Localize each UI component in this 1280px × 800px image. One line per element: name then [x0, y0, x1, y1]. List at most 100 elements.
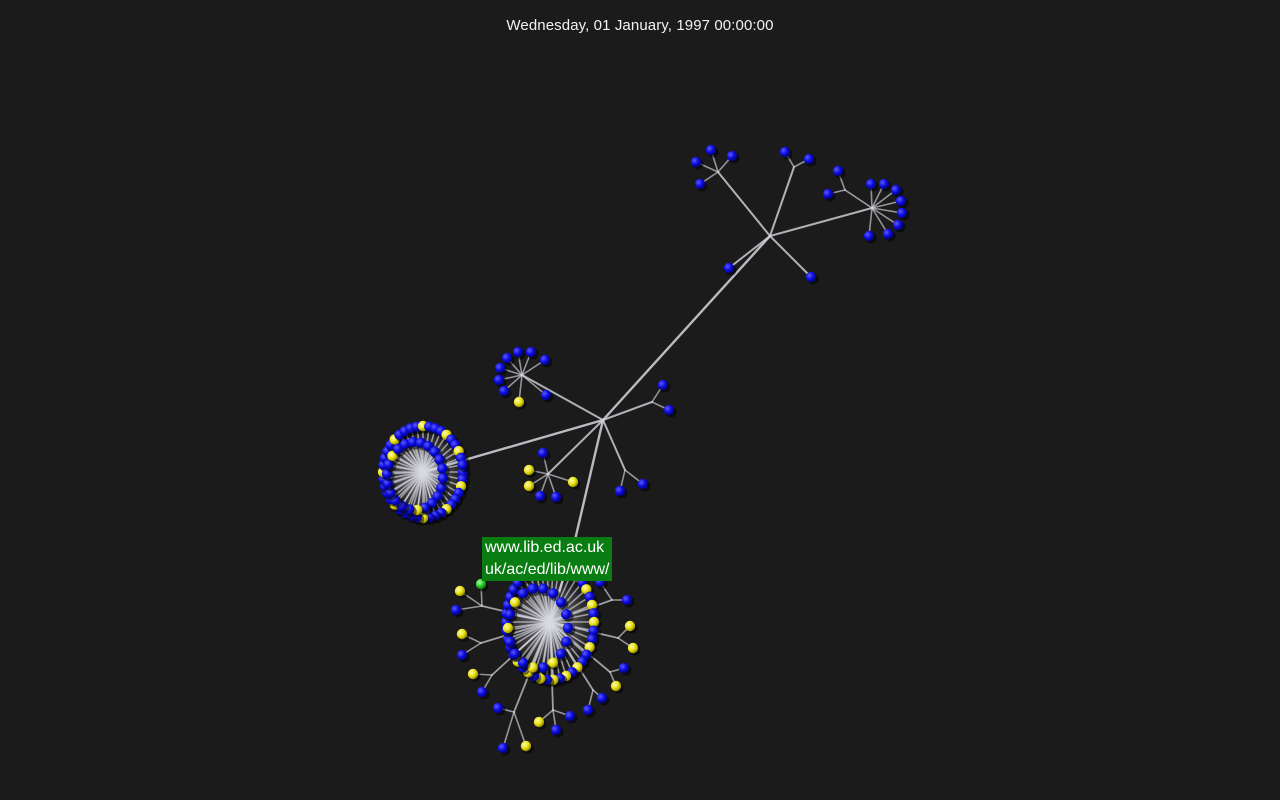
file-node[interactable] — [497, 742, 509, 754]
file-node[interactable] — [555, 648, 567, 659]
file-node[interactable] — [618, 662, 630, 674]
file-node[interactable] — [504, 636, 516, 647]
file-node-modified[interactable] — [456, 628, 468, 640]
edge — [844, 189, 873, 209]
edge — [769, 166, 795, 237]
file-node[interactable] — [538, 662, 549, 673]
edge — [717, 171, 771, 237]
file-node[interactable] — [560, 636, 572, 647]
edge — [573, 418, 605, 542]
file-node[interactable] — [555, 597, 567, 608]
file-node[interactable] — [586, 633, 598, 645]
file-node[interactable] — [584, 591, 595, 603]
file-node[interactable] — [832, 165, 844, 177]
file-node[interactable] — [517, 588, 529, 599]
file-node-modified[interactable] — [610, 680, 622, 692]
edge — [602, 401, 653, 421]
file-node[interactable] — [537, 447, 549, 459]
file-node[interactable] — [822, 188, 834, 200]
edge — [521, 374, 547, 396]
file-node[interactable] — [805, 271, 817, 283]
file-node[interactable] — [550, 491, 562, 503]
file-node[interactable] — [564, 710, 576, 722]
file-node[interactable] — [863, 230, 875, 242]
file-node[interactable] — [512, 346, 524, 358]
edge — [769, 235, 812, 278]
file-node[interactable] — [437, 463, 448, 474]
file-node[interactable] — [562, 622, 574, 634]
file-node[interactable] — [694, 178, 706, 190]
file-node[interactable] — [492, 702, 504, 714]
file-node[interactable] — [878, 178, 890, 190]
file-node[interactable] — [896, 207, 908, 219]
file-node[interactable] — [550, 724, 562, 736]
file-node[interactable] — [476, 686, 488, 698]
file-node[interactable] — [509, 648, 521, 659]
file-node[interactable] — [596, 692, 608, 704]
file-node-modified[interactable] — [520, 740, 532, 752]
file-node[interactable] — [637, 478, 649, 490]
file-node-modified[interactable] — [502, 622, 514, 634]
file-node[interactable] — [560, 609, 572, 620]
file-node-modified[interactable] — [509, 597, 521, 608]
file-node-modified[interactable] — [533, 716, 545, 728]
file-node[interactable] — [432, 490, 443, 502]
file-node[interactable] — [437, 472, 449, 484]
file-node-modified[interactable] — [454, 585, 466, 597]
file-node-modified[interactable] — [513, 396, 525, 408]
tooltip-host: www.lib.ed.ac.uk — [485, 539, 605, 556]
file-node[interactable] — [494, 362, 506, 374]
file-node[interactable] — [457, 459, 468, 471]
file-node[interactable] — [588, 625, 599, 636]
edge — [602, 419, 626, 471]
file-node[interactable] — [538, 583, 549, 594]
file-node[interactable] — [882, 228, 894, 240]
file-node[interactable] — [895, 195, 907, 207]
file-node[interactable] — [663, 404, 675, 416]
file-node[interactable] — [657, 379, 669, 391]
file-node[interactable] — [779, 146, 791, 158]
file-node[interactable] — [890, 184, 902, 196]
file-node[interactable] — [504, 609, 516, 620]
file-node-modified[interactable] — [467, 668, 479, 680]
file-node-modified[interactable] — [627, 642, 639, 654]
file-node[interactable] — [493, 374, 505, 386]
file-node[interactable] — [407, 436, 418, 448]
file-node-modified[interactable] — [567, 476, 579, 488]
file-node[interactable] — [501, 352, 513, 364]
file-node[interactable] — [498, 385, 510, 397]
file-node[interactable] — [450, 604, 462, 616]
file-node-selected[interactable] — [475, 578, 487, 590]
file-node[interactable] — [865, 178, 877, 190]
file-node[interactable] — [527, 583, 538, 594]
file-node-modified[interactable] — [547, 657, 559, 668]
file-node-modified[interactable] — [624, 620, 636, 632]
file-node[interactable] — [690, 156, 702, 168]
file-node[interactable] — [582, 704, 594, 716]
file-node[interactable] — [547, 588, 559, 599]
node-layer — [377, 144, 910, 756]
file-node-modified[interactable] — [523, 480, 535, 492]
file-node[interactable] — [892, 219, 904, 231]
file-node[interactable] — [539, 354, 551, 366]
file-node[interactable] — [705, 144, 717, 156]
file-node[interactable] — [803, 153, 815, 165]
file-node[interactable] — [456, 649, 468, 661]
file-node[interactable] — [525, 346, 537, 358]
file-node[interactable] — [726, 150, 738, 162]
file-node[interactable] — [434, 454, 445, 465]
timestamp-label: Wednesday, 01 January, 1997 00:00:00 — [506, 17, 774, 34]
file-node[interactable] — [621, 594, 633, 606]
edge — [728, 235, 771, 269]
file-node[interactable] — [534, 490, 546, 502]
node-tooltip: www.lib.ed.ac.uk uk/ac/ed/lib/www/ — [482, 537, 612, 581]
file-node[interactable] — [540, 389, 552, 401]
file-node[interactable] — [723, 262, 735, 274]
file-node-modified[interactable] — [586, 599, 598, 611]
file-node-modified[interactable] — [588, 616, 600, 628]
file-node-modified[interactable] — [523, 464, 535, 476]
file-node[interactable] — [588, 608, 599, 619]
file-node[interactable] — [614, 485, 626, 497]
file-node[interactable] — [429, 446, 440, 457]
